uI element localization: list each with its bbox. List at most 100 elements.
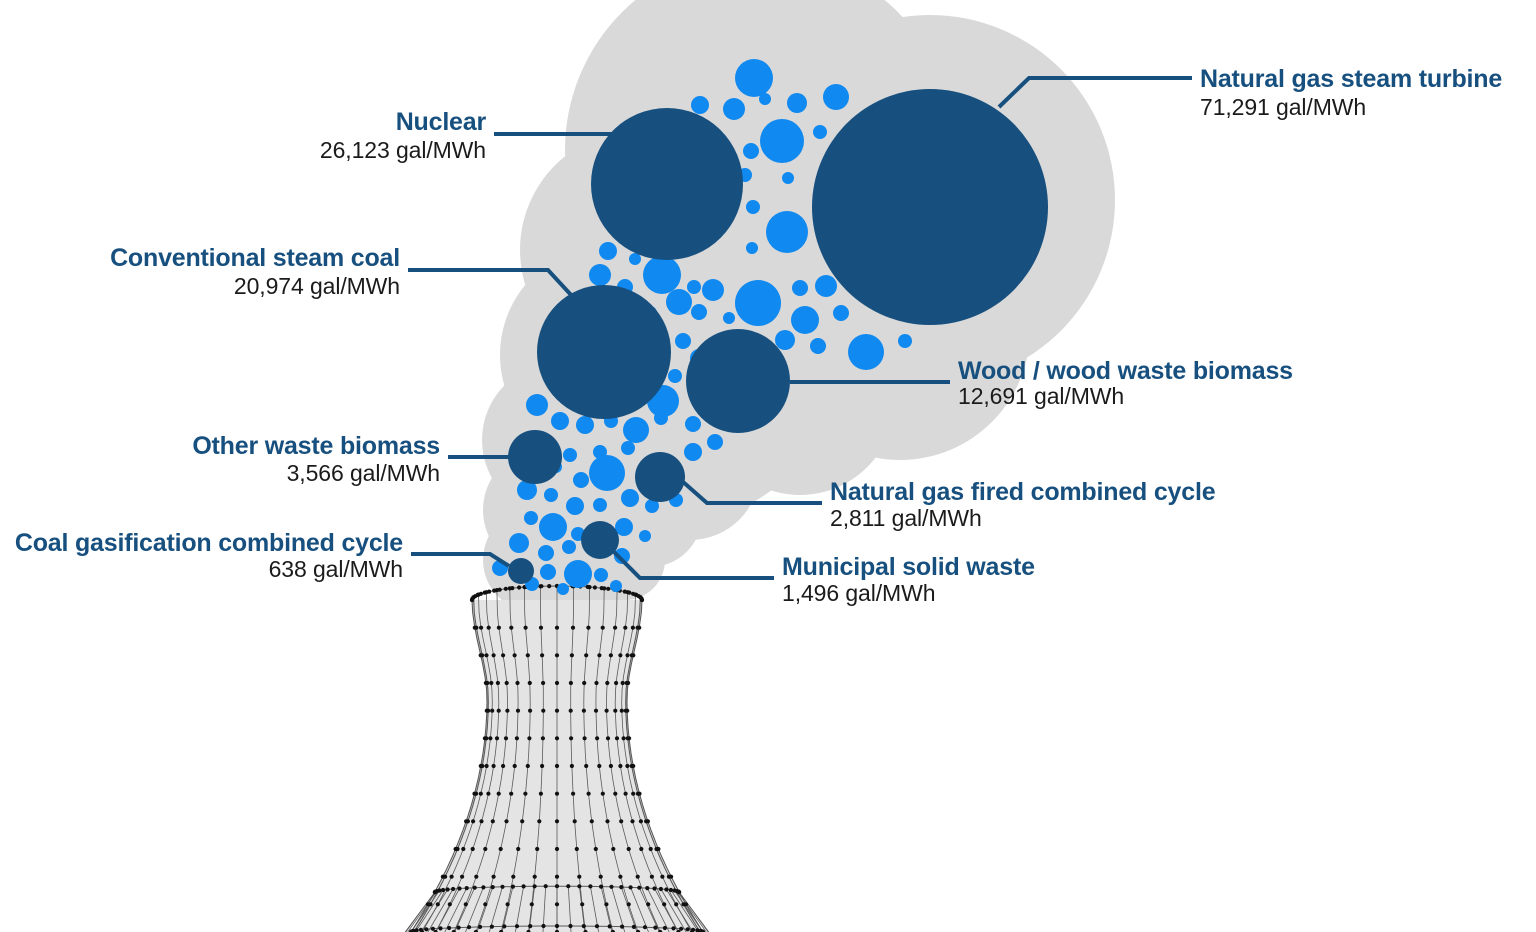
tower-node	[504, 819, 509, 824]
bubble-nuclear[interactable]	[591, 108, 743, 260]
bubble-small	[723, 312, 735, 324]
bubble-wood-wood-waste-biomass[interactable]	[686, 329, 790, 433]
bubble-small	[621, 441, 635, 455]
tower-node	[636, 929, 641, 932]
bubble-municipal-solid-waste[interactable]	[581, 521, 619, 559]
tower-node	[554, 874, 560, 879]
leader-line-coal-gasification-combined-cycle	[411, 552, 511, 568]
tower-node	[465, 819, 470, 824]
bubble-small	[610, 580, 622, 592]
tower-node	[570, 625, 576, 630]
bubble-coal-gasification-combined-cycle[interactable]	[508, 558, 534, 584]
tower-node	[652, 886, 657, 891]
tower-node	[660, 874, 665, 879]
tower-node	[460, 874, 465, 879]
bubble-small	[540, 564, 556, 580]
tower-node	[685, 927, 690, 932]
tower-node	[626, 680, 631, 686]
bubble-small	[539, 513, 567, 541]
bubble-conventional-steam-coal[interactable]	[537, 285, 671, 419]
tower-node	[515, 708, 521, 713]
leader-line-group	[408, 76, 1192, 580]
tower-strut	[476, 886, 494, 932]
bubble-small	[702, 279, 724, 301]
tower-node	[532, 874, 537, 879]
tower-node	[571, 791, 576, 796]
tower-node	[598, 874, 603, 879]
bubble-small	[791, 306, 819, 334]
tower-node	[568, 708, 573, 713]
tower-node	[502, 924, 507, 929]
tower-node	[480, 763, 485, 769]
tower-strut	[415, 889, 444, 932]
bubble-small	[544, 488, 558, 502]
label-value-conventional-steam-coal: 20,974 gal/MWh	[234, 273, 400, 299]
tower-node	[619, 819, 624, 824]
tower-node	[554, 763, 560, 769]
tower-node	[509, 625, 514, 630]
tower-strut	[678, 891, 710, 932]
cooling-tower	[404, 583, 710, 932]
tower-node	[441, 887, 446, 893]
tower-node	[582, 680, 587, 686]
tower-node	[569, 736, 574, 741]
bubble-small	[848, 334, 884, 370]
bubble-small	[589, 264, 611, 286]
tower-node	[662, 925, 668, 931]
tower-node	[514, 924, 520, 929]
tower-node	[605, 819, 610, 824]
bubble-small	[823, 84, 849, 110]
bubble-small	[594, 568, 608, 582]
tower-node	[646, 902, 651, 907]
tower-strut	[620, 886, 638, 932]
tower-node	[622, 589, 627, 594]
bubble-other-waste-biomass[interactable]	[508, 430, 562, 484]
tower-node	[471, 819, 476, 824]
tower-node	[484, 736, 489, 741]
tower-node	[595, 736, 600, 741]
tower-node	[490, 885, 495, 890]
tower-node	[540, 763, 545, 769]
tower-node	[491, 763, 496, 769]
tower-node	[605, 736, 611, 741]
tower-node	[607, 924, 612, 929]
tower-node	[648, 846, 653, 852]
bubble-small	[833, 305, 849, 321]
tower-node	[532, 884, 537, 889]
tower-node	[451, 886, 456, 892]
bubble-small	[787, 93, 807, 113]
tower-node	[418, 927, 423, 932]
tower-node	[443, 874, 448, 879]
tower-node	[414, 928, 419, 932]
tower-node	[554, 902, 560, 907]
tower-node	[541, 708, 546, 713]
bubble-natural-gas-fired-combined-cycle[interactable]	[635, 452, 685, 502]
tower-node	[589, 819, 594, 824]
bubble-small	[615, 518, 633, 536]
tower-node	[584, 763, 589, 769]
tower-node	[620, 680, 625, 686]
tower-node	[662, 902, 667, 907]
tower-strut	[405, 891, 436, 932]
tower-node	[574, 846, 579, 852]
tower-node	[691, 927, 696, 932]
tower-node	[566, 884, 571, 889]
bubble-small	[557, 583, 569, 595]
bubble-small	[566, 497, 584, 515]
bubble-group-labeled	[508, 89, 1048, 584]
tower-node	[498, 846, 503, 852]
bubble-natural-gas-steam-turbine[interactable]	[812, 89, 1048, 325]
tower-node	[538, 791, 544, 796]
tower-strut	[630, 887, 649, 932]
tower-node	[529, 902, 534, 907]
tower-node	[537, 819, 542, 824]
tower-node	[411, 928, 416, 932]
tower-node	[514, 736, 520, 741]
tower-node	[628, 885, 633, 890]
tower-node	[483, 846, 488, 852]
tower-node	[456, 925, 461, 930]
bubble-small	[746, 200, 760, 214]
tower-node	[486, 708, 491, 713]
leader-line-municipal-solid-waste	[612, 550, 774, 580]
tower-node	[461, 846, 466, 852]
